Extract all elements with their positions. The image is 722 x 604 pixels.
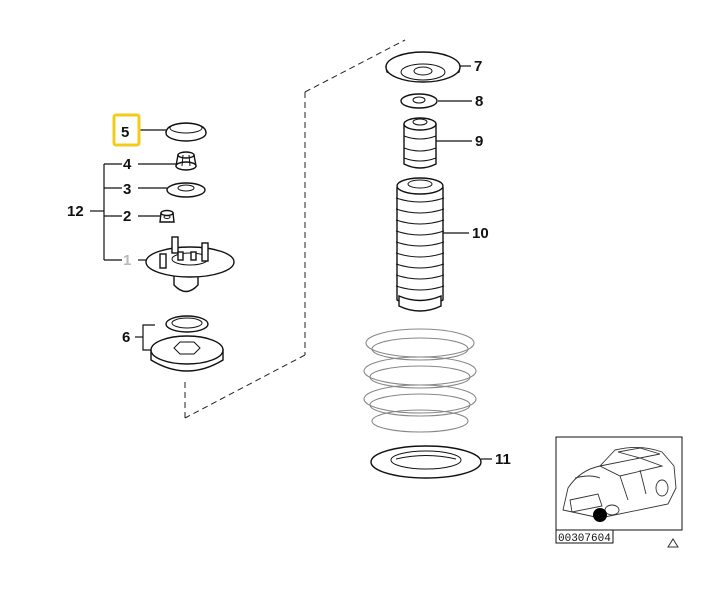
- part-9-bump-stop: [403, 117, 437, 169]
- leaders-left: [90, 129, 176, 351]
- part-3-washer: [166, 182, 206, 198]
- car-locator-inset: 00307604: [555, 436, 683, 548]
- callout-2: 2: [123, 208, 131, 225]
- coil-spring: [363, 328, 477, 433]
- part-5-dust-cap: [165, 122, 207, 142]
- part-2-nut: [159, 209, 175, 223]
- callout-3: 3: [123, 181, 131, 198]
- callout-8: 8: [475, 93, 483, 110]
- callout-10: 10: [472, 225, 489, 242]
- callout-12: 12: [67, 203, 84, 220]
- callout-4: 4: [123, 156, 132, 173]
- callout-5-highlight: [112, 113, 141, 147]
- callout-1: 1: [123, 252, 131, 269]
- leaders-right: [436, 65, 492, 460]
- callout-7: 7: [474, 58, 482, 75]
- part-11-spring-pad: [370, 445, 482, 479]
- callout-5: 5: [121, 124, 129, 141]
- car-sketch: [562, 447, 677, 519]
- part-4-nut: [175, 151, 197, 171]
- part-10-dust-boot: [395, 177, 445, 312]
- part-8-washer: [400, 93, 438, 109]
- part-7-spring-seat: [385, 51, 461, 83]
- location-dot-icon: [593, 508, 607, 522]
- callout-6: 6: [122, 329, 130, 346]
- callout-11: 11: [495, 451, 511, 468]
- triangle-icon: [667, 538, 679, 548]
- part-6-bearing: [150, 315, 224, 372]
- assembly-outline: [184, 39, 406, 419]
- inset-code: 00307604: [558, 533, 611, 545]
- callout-9: 9: [475, 133, 483, 150]
- part-1-strut-mount: [145, 236, 235, 293]
